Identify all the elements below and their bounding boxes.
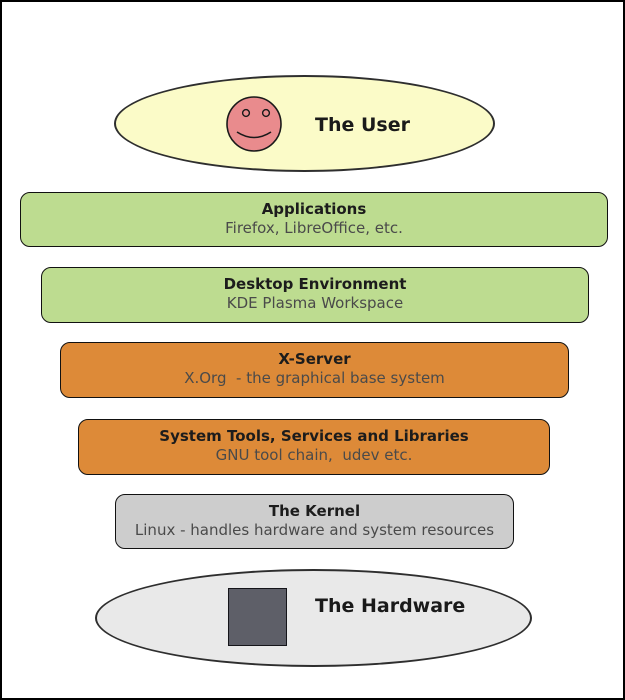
layer-applications: Applications Firefox, LibreOffice, etc. <box>20 192 608 247</box>
layer-title: Desktop Environment <box>223 275 407 293</box>
layer-subtitle: KDE Plasma Workspace <box>226 294 404 312</box>
layer-x-server: X-Server X.Org - the graphical base syst… <box>60 342 569 398</box>
hardware-label: The Hardware <box>315 595 466 617</box>
layer-title: System Tools, Services and Libraries <box>159 427 469 445</box>
layer-subtitle: GNU tool chain, udev etc. <box>215 446 413 464</box>
layer-desktop-environment: Desktop Environment KDE Plasma Workspace <box>41 267 589 323</box>
layer-title: X-Server <box>278 350 351 368</box>
layer-title: Applications <box>261 200 367 218</box>
layer-subtitle: X.Org - the graphical base system <box>184 369 445 387</box>
user-face-icon <box>226 96 282 152</box>
user-label: The User <box>315 114 410 136</box>
layer-subtitle: Firefox, LibreOffice, etc. <box>225 219 403 237</box>
layer-title: The Kernel <box>268 502 361 520</box>
layer-subtitle: Linux - handles hardware and system reso… <box>134 521 495 539</box>
hardware-layer-ellipse <box>95 569 532 667</box>
layer-kernel: The Kernel Linux - handles hardware and … <box>115 494 514 549</box>
hardware-chip-icon <box>228 588 287 646</box>
layer-system-tools: System Tools, Services and Libraries GNU… <box>78 419 550 475</box>
user-layer-ellipse <box>114 75 495 172</box>
